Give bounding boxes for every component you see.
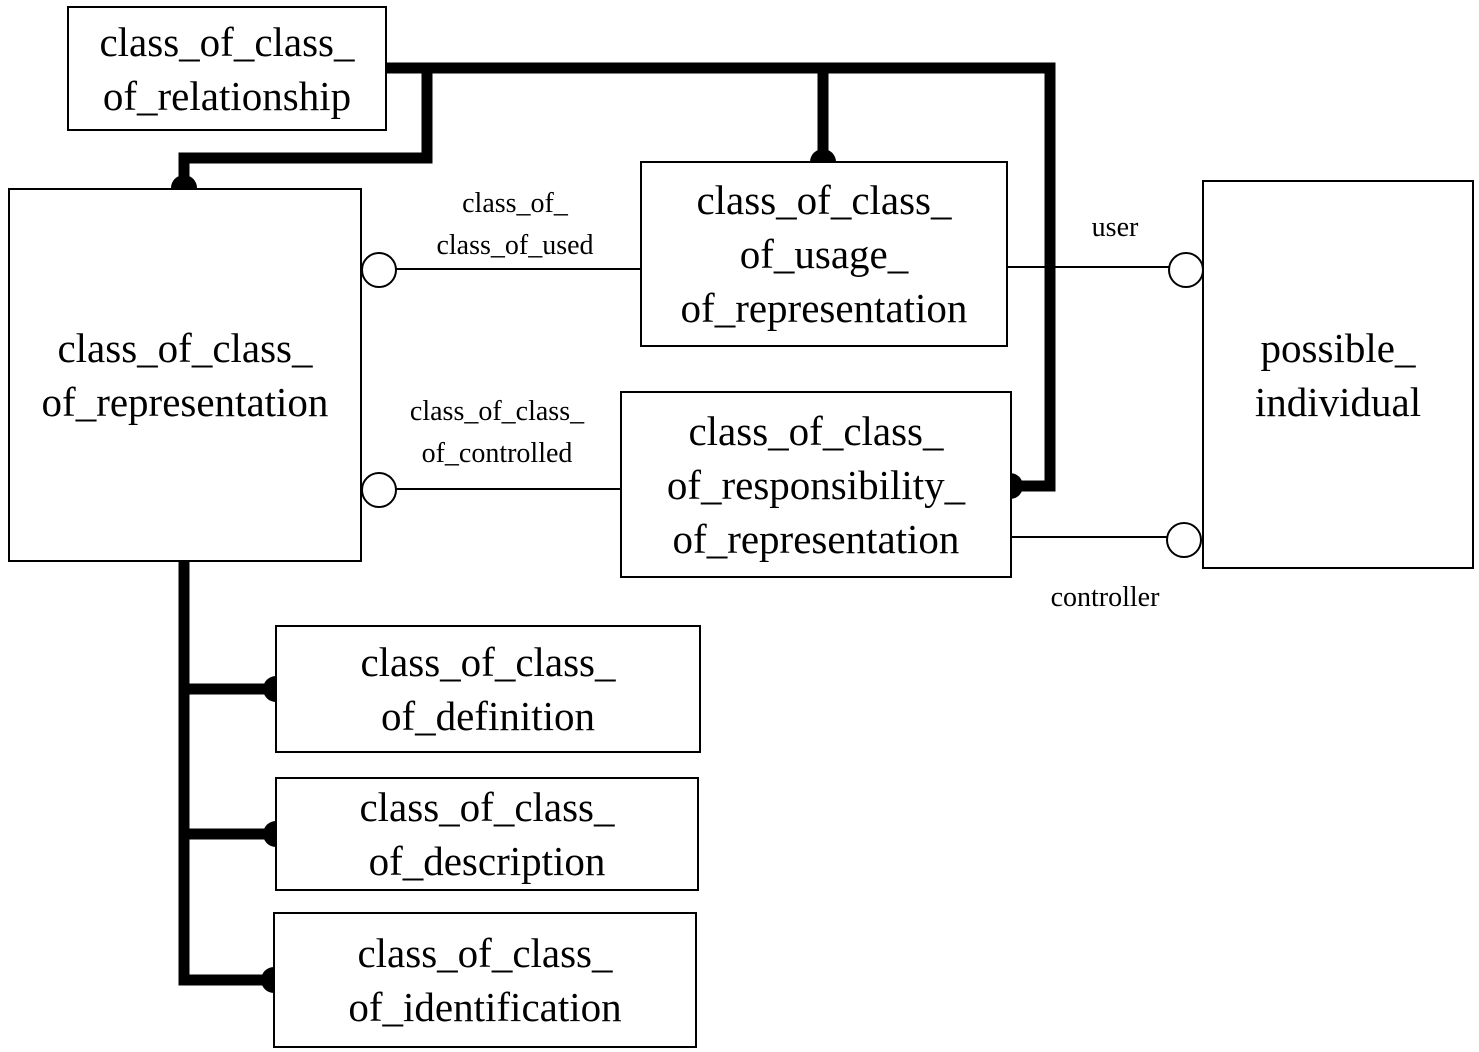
relationship-label-controller: controller [1030, 577, 1180, 619]
relationship-label-line: class_of_ [462, 188, 568, 219]
open-end-controlled [361, 472, 397, 508]
entity-label-line: class_of_class_ [696, 177, 952, 223]
open-end-used [361, 252, 397, 288]
entity-label-line: of_relationship [102, 72, 352, 119]
entity-label-line: class_of_class_ [357, 930, 613, 976]
entity-label-line: of_representation [680, 285, 968, 331]
subtype-line-representation-bus [178, 561, 274, 986]
relationship-label-line: user [1091, 212, 1139, 243]
relationship-label-line: class_of_used [436, 230, 594, 261]
entity-label-line: of_description [368, 838, 606, 884]
relationship-label-user: user [1075, 207, 1155, 249]
entity-label-line: of_identification [348, 984, 622, 1030]
entity-label-line: of_representation [672, 515, 960, 562]
entity-label-line: class_of_class_ [99, 18, 355, 65]
entity-label-line: of_representation [41, 379, 329, 425]
relationship-label-line: of_controlled [421, 438, 573, 469]
relationship-label-controlled: class_of_class_ of_controlled [382, 391, 612, 475]
entity-label-line: of_definition [380, 693, 596, 739]
relationship-label-used: class_of_ class_of_used [410, 183, 620, 267]
open-end-user [1168, 252, 1204, 288]
open-end-controller [1166, 522, 1202, 558]
relationship-label-line: class_of_class_ [409, 396, 585, 427]
entity-class-of-class-of-identification[interactable]: class_of_class_ of_identification [273, 912, 697, 1048]
entity-class-of-class-of-relationship[interactable]: class_of_class_ of_relationship [67, 6, 387, 131]
entity-label-line: possible_ [1260, 324, 1416, 371]
entity-label-line: of_responsibility_ [666, 461, 966, 508]
supertype-line-relationship-bus [386, 62, 1056, 492]
entity-label-line: class_of_class_ [360, 639, 616, 685]
entity-label-line: of_usage_ [739, 231, 909, 277]
entity-label-line: class_of_class_ [57, 325, 313, 371]
entity-label-line: class_of_class_ [688, 407, 944, 454]
entity-class-of-class-of-description[interactable]: class_of_class_ of_description [275, 777, 699, 891]
entity-label-line: class_of_class_ [359, 784, 615, 830]
entity-possible-individual[interactable]: possible_ individual [1202, 180, 1474, 569]
entity-class-of-class-of-representation[interactable]: class_of_class_ of_representation [8, 188, 362, 562]
entity-class-of-class-of-responsibility-of-representation[interactable]: class_of_class_ of_responsibility_ of_re… [620, 391, 1012, 578]
entity-class-of-class-of-definition[interactable]: class_of_class_ of_definition [275, 625, 701, 753]
relationship-label-line: controller [1050, 582, 1160, 613]
entity-label-line: individual [1254, 378, 1422, 425]
entity-class-of-class-of-usage-of-representation[interactable]: class_of_class_ of_usage_ of_representat… [640, 161, 1008, 347]
supertype-line-to-representation [178, 68, 433, 188]
